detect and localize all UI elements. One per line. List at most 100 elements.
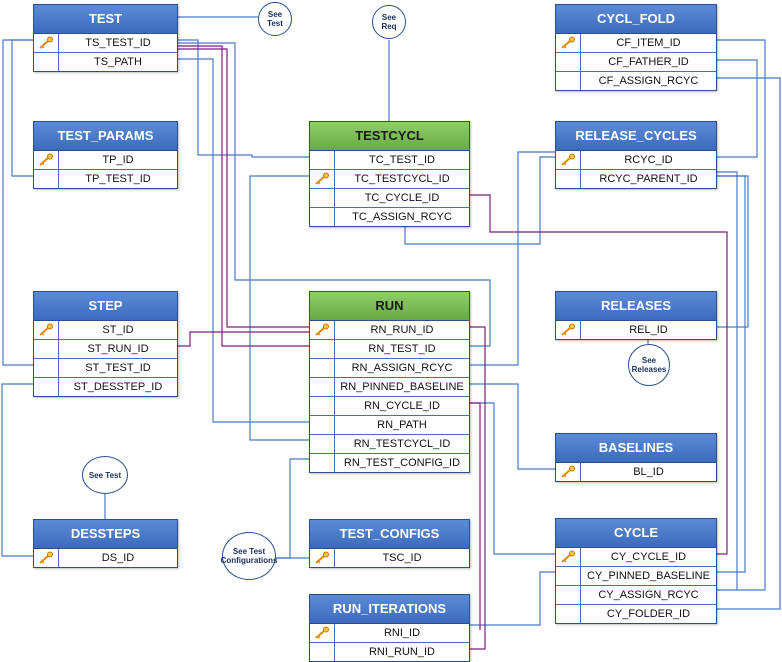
see-test-bubble-mid[interactable]: See Test	[82, 456, 128, 494]
table-title: RUN	[310, 292, 469, 321]
field-row[interactable]: TP_TEST_ID	[34, 169, 177, 188]
field-row[interactable]: RN_RUN_ID	[310, 321, 469, 339]
table-title: TEST_PARAMS	[34, 122, 177, 151]
key-cell	[556, 567, 581, 585]
field-row[interactable]: RN_TESTCYCL_ID	[310, 434, 469, 453]
table-title: BASELINES	[556, 434, 716, 463]
field-name: RN_PATH	[377, 419, 427, 431]
bubble-text: See Test	[88, 470, 122, 480]
field-name: RNI_ID	[383, 627, 421, 639]
field-name: CY_ASSIGN_RCYC	[598, 589, 699, 601]
table-baselines[interactable]: BASELINES BL_ID	[555, 433, 717, 482]
table-title: TEST_CONFIGS	[310, 520, 469, 549]
field-name: DS_ID	[101, 552, 135, 564]
field-row[interactable]: CY_FOLDER_ID	[556, 604, 716, 623]
key-cell	[556, 53, 581, 71]
field-name: CF_FATHER_ID	[608, 56, 689, 68]
field-row[interactable]: TS_PATH	[34, 52, 177, 71]
field-row[interactable]: RCYC_PARENT_ID	[556, 169, 716, 188]
field-row[interactable]: DS_ID	[34, 549, 177, 567]
field-row[interactable]: RN_ASSIGN_RCYC	[310, 358, 469, 377]
field-row[interactable]: RN_PATH	[310, 415, 469, 434]
field-list: RCYC_ID RCYC_PARENT_ID	[556, 151, 716, 188]
field-name: RNI_RUN_ID	[368, 646, 435, 658]
field-row[interactable]: RNI_RUN_ID	[310, 642, 469, 661]
primary-key-icon	[556, 321, 581, 339]
field-row[interactable]: TC_ASSIGN_RCYC	[310, 207, 469, 226]
field-row[interactable]: CF_ASSIGN_RCYC	[556, 71, 716, 90]
field-row[interactable]: TP_ID	[34, 151, 177, 169]
field-row[interactable]: BL_ID	[556, 463, 716, 481]
primary-key-icon	[310, 321, 335, 339]
field-row[interactable]: REL_ID	[556, 321, 716, 339]
field-row[interactable]: TS_TEST_ID	[34, 34, 177, 52]
key-cell	[34, 378, 59, 396]
field-row[interactable]: CY_ASSIGN_RCYC	[556, 585, 716, 604]
primary-key-icon	[556, 151, 581, 169]
field-name: BL_ID	[633, 466, 664, 478]
table-title: CYCL_FOLD	[556, 5, 716, 34]
field-row[interactable]: ST_DESSTEP_ID	[34, 377, 177, 396]
field-row[interactable]: ST_ID	[34, 321, 177, 339]
key-cell	[34, 359, 59, 377]
table-test-params[interactable]: TEST_PARAMS TP_ID TP_TEST_ID	[33, 121, 178, 189]
bubble-text: See	[381, 13, 397, 22]
field-row[interactable]: TSC_ID	[310, 549, 469, 567]
key-cell	[34, 340, 59, 358]
key-cell	[310, 643, 335, 661]
field-name: TC_CYCLE_ID	[364, 192, 440, 204]
field-row[interactable]: TC_CYCLE_ID	[310, 188, 469, 207]
primary-key-icon	[556, 548, 581, 566]
field-row[interactable]: ST_RUN_ID	[34, 339, 177, 358]
table-title: TESTCYCL	[310, 122, 469, 151]
field-row[interactable]: CF_FATHER_ID	[556, 52, 716, 71]
field-row[interactable]: CY_CYCLE_ID	[556, 548, 716, 566]
table-title: STEP	[34, 292, 177, 321]
field-name: CF_ASSIGN_RCYC	[598, 75, 699, 87]
field-name: TP_ID	[102, 154, 134, 166]
field-row[interactable]: TC_TEST_ID	[310, 151, 469, 169]
field-row[interactable]: RN_TEST_ID	[310, 339, 469, 358]
key-cell	[310, 397, 335, 415]
field-row[interactable]: RN_TEST_CONFIG_ID	[310, 453, 469, 472]
field-row[interactable]: TC_TESTCYCL_ID	[310, 169, 469, 188]
field-name: ST_TEST_ID	[85, 362, 151, 374]
field-name: TS_PATH	[94, 56, 142, 68]
field-row[interactable]: RN_PINNED_BASELINE	[310, 377, 469, 396]
key-cell	[310, 454, 335, 472]
field-row[interactable]: ST_TEST_ID	[34, 358, 177, 377]
field-list: REL_ID	[556, 321, 716, 339]
key-cell	[310, 340, 335, 358]
primary-key-icon	[34, 34, 59, 52]
field-row[interactable]: RNI_ID	[310, 624, 469, 642]
field-name: RCYC_ID	[624, 154, 673, 166]
table-title: TEST	[34, 5, 177, 34]
field-row[interactable]: CY_PINNED_BASELINE	[556, 566, 716, 585]
field-name: RN_CYCLE_ID	[364, 400, 440, 412]
key-cell	[556, 72, 581, 90]
field-row[interactable]: CF_ITEM_ID	[556, 34, 716, 52]
field-row[interactable]: RN_CYCLE_ID	[310, 396, 469, 415]
field-row[interactable]: RCYC_ID	[556, 151, 716, 169]
field-list: TSC_ID	[310, 549, 469, 567]
key-cell	[310, 378, 335, 396]
key-cell	[310, 189, 335, 207]
key-cell	[310, 151, 335, 169]
